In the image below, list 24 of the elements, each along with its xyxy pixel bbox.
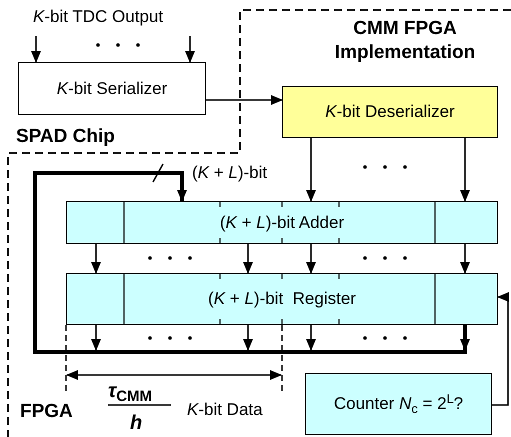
counter-box: Counter N$_{c}$ = 2$^{L}$?	[305, 373, 492, 435]
time-divisor: h	[130, 411, 142, 436]
arrow	[492, 292, 509, 406]
arrow	[460, 138, 470, 202]
region-title: SPAD Chip	[16, 125, 115, 149]
arrow	[31, 36, 41, 63]
arrow	[460, 244, 470, 274]
input-label: K-bit TDC Output	[33, 6, 164, 28]
arrow	[306, 244, 316, 274]
arrow	[206, 95, 283, 105]
deserializer-box: K-bit Deserializer	[282, 86, 498, 138]
time-symbol: τ$_{CMM}$	[108, 379, 152, 404]
register-box: (K + L)-bit Register	[66, 273, 498, 325]
arrow	[243, 244, 253, 274]
adder-box: (K + L)-bit Adder	[66, 201, 498, 244]
arrow	[185, 36, 195, 63]
edge-label: (K + L)-bit	[192, 164, 268, 181]
region-title: FPGA	[20, 400, 73, 424]
arrow	[306, 138, 316, 202]
feedback-bus-arrow	[33, 171, 467, 354]
arrow	[91, 244, 101, 274]
region-title: CMM FPGA Implementation	[334, 17, 476, 64]
serializer-box: K-bit Serializer	[18, 62, 206, 115]
data-label: K-bit Data	[187, 399, 263, 420]
